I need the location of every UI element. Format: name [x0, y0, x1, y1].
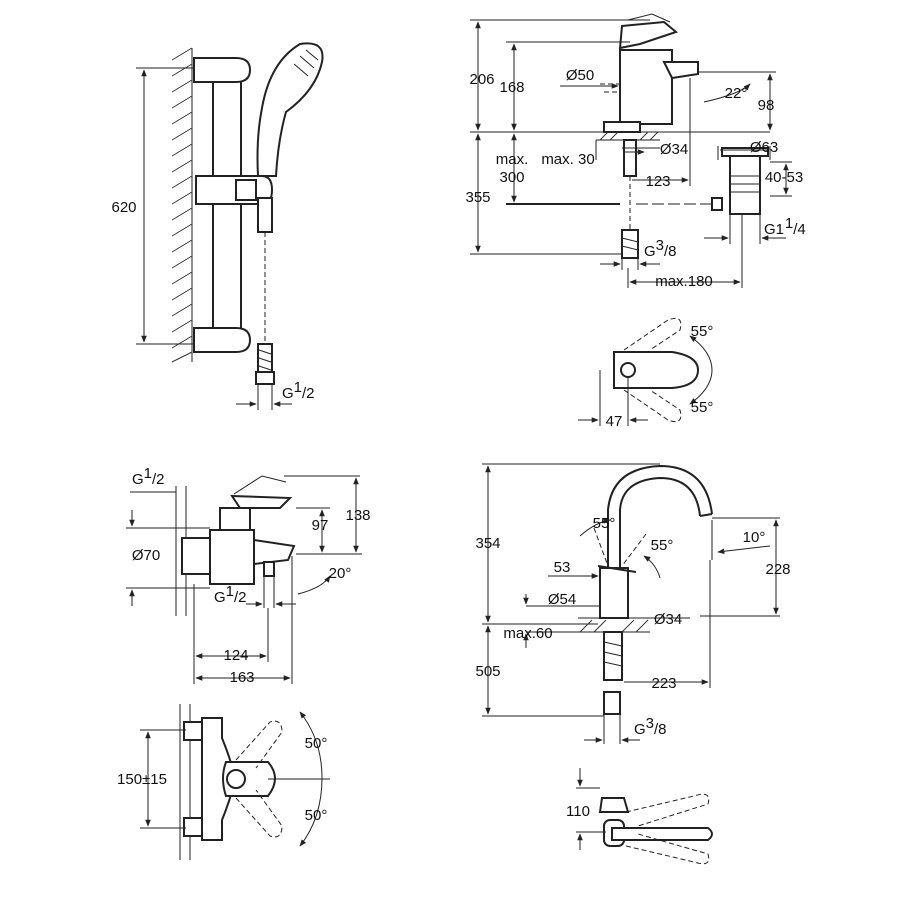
- max-30-label: max. 30: [541, 151, 594, 168]
- pop-up-waste: [721, 147, 769, 215]
- depth-47-label: 47: [606, 413, 623, 430]
- h-98-label: 98: [758, 97, 775, 114]
- dim-138-97: 138 97: [284, 475, 371, 555]
- bath-angle-down-label: 50°: [305, 807, 328, 824]
- lever-angle-down-label: 55°: [691, 399, 714, 416]
- dim-dia50: Ø50: [560, 67, 619, 89]
- reach-223-label: 223: [651, 675, 676, 692]
- reach-124-label: 124: [223, 647, 248, 664]
- height-620-label: 620: [111, 199, 136, 216]
- dim-g38-bottom: G3/8: [584, 714, 667, 744]
- wall-hatching: [171, 47, 193, 363]
- dim-dia34-sink: Ø34: [628, 611, 690, 628]
- basin-lever-top-view: 55° 55° 47: [578, 317, 714, 430]
- shower-rail-view: 620 G1/2: [111, 42, 324, 410]
- sink-angle-right-label: 55°: [651, 537, 674, 554]
- sink-mixer-view: 354 505 228 10° 55° 55° 53 Ø54: [475, 463, 791, 744]
- range-40-53-label: 40-53: [765, 169, 803, 186]
- countertop: [596, 131, 660, 141]
- dims-vertical: 206 168 355 300: [465, 19, 770, 255]
- dia-50-label: Ø50: [566, 67, 594, 84]
- inlet-thread-label: G1/2: [132, 465, 165, 488]
- sink-angle-left-label: 55°: [593, 515, 616, 532]
- h-97-label: 97: [312, 517, 329, 534]
- dimension-620: 620: [111, 67, 194, 345]
- basin-mixer-body: [600, 13, 699, 133]
- thread-g12-dim: G1/2: [236, 379, 315, 410]
- dim-98: 98: [698, 71, 776, 131]
- angle-10-label: 10°: [743, 529, 766, 546]
- dim-dia63: Ø63: [717, 139, 778, 160]
- dim-angle-22: 22°: [689, 78, 751, 110]
- dia-34-label: Ø34: [660, 141, 688, 158]
- max-label: max.: [496, 151, 529, 168]
- w-53-label: 53: [554, 559, 571, 576]
- outlet-thread-label: G1/2: [214, 583, 247, 606]
- sink-top-view: 110: [566, 768, 713, 865]
- dim-123: 123: [632, 110, 691, 190]
- bath-top-view: 50° 50° 150±15: [117, 704, 330, 860]
- supply-thread-label: G3/8: [644, 237, 677, 260]
- max-180-label: max.180: [655, 273, 713, 290]
- dim-lever-angles: 55° 55°: [579, 515, 674, 579]
- bath-angle-up-label: 50°: [305, 735, 328, 752]
- h-228-label: 228: [765, 561, 790, 578]
- hand-shower: [256, 42, 324, 177]
- dia-34-sink-label: Ø34: [654, 611, 682, 628]
- supply-hoses: [621, 139, 639, 259]
- lever-angle-up-label: 55°: [691, 323, 714, 340]
- sink-mixer-body: [593, 464, 713, 619]
- sink-thread-label: G3/8: [634, 715, 667, 738]
- dim-dia70: Ø70: [126, 510, 210, 606]
- dim-max180: max.180: [627, 214, 743, 290]
- depth-110-label: 110: [566, 803, 590, 820]
- dim-40-53: 40-53: [765, 161, 803, 197]
- dia-54-label: Ø54: [548, 591, 576, 608]
- h-168-label: 168: [499, 79, 524, 96]
- basin-mixer-view: 206 168 355 300 98 22° Ø50 Ø34 max. max.: [465, 13, 806, 290]
- bath-mixer-body: [181, 475, 296, 585]
- dim-223: 223: [624, 560, 711, 692]
- thread-label: G1/2: [282, 379, 315, 402]
- dim-53: 53: [548, 559, 599, 579]
- reach-123-label: 123: [645, 173, 670, 190]
- bath-mixer-view: G1/2 Ø70 138 97 20°: [126, 465, 371, 686]
- dim-228: 228: [700, 517, 791, 617]
- dim-angle-20: 20°: [291, 556, 352, 604]
- max-60-label: max.60: [503, 625, 552, 642]
- dim-g12-outlet: G1/2: [214, 576, 296, 608]
- dia-63-label: Ø63: [750, 139, 778, 156]
- dim-124-163: 124 163: [193, 584, 293, 686]
- h-355-label: 355: [465, 189, 490, 206]
- hose-505-label: 505: [475, 663, 500, 680]
- dim-angle-10: 10°: [711, 520, 771, 560]
- dim-g38-top: G3/8: [600, 237, 677, 270]
- dim-dia54: Ø54: [523, 591, 600, 608]
- angle-20-label: 20°: [329, 565, 352, 582]
- dim-dia34: Ø34: [622, 141, 688, 158]
- h-206-label: 206: [469, 71, 494, 88]
- dia-70-label: Ø70: [132, 547, 160, 564]
- waste-rod: [506, 197, 723, 211]
- shower-hose: [255, 197, 275, 385]
- h-300-label: 300: [499, 169, 524, 186]
- dims-354-505: 354 505: [475, 463, 660, 717]
- centers-label: 150±15: [117, 771, 167, 788]
- angle-22-label: 22°: [725, 85, 748, 102]
- reach-163-label: 163: [229, 669, 254, 686]
- h-138-label: 138: [345, 507, 370, 524]
- dim-max30: max. max. 30: [496, 140, 597, 168]
- h-354-label: 354: [475, 535, 500, 552]
- dim-max60: max.60: [503, 625, 600, 648]
- dim-g12-inlet: G1/2: [130, 465, 177, 530]
